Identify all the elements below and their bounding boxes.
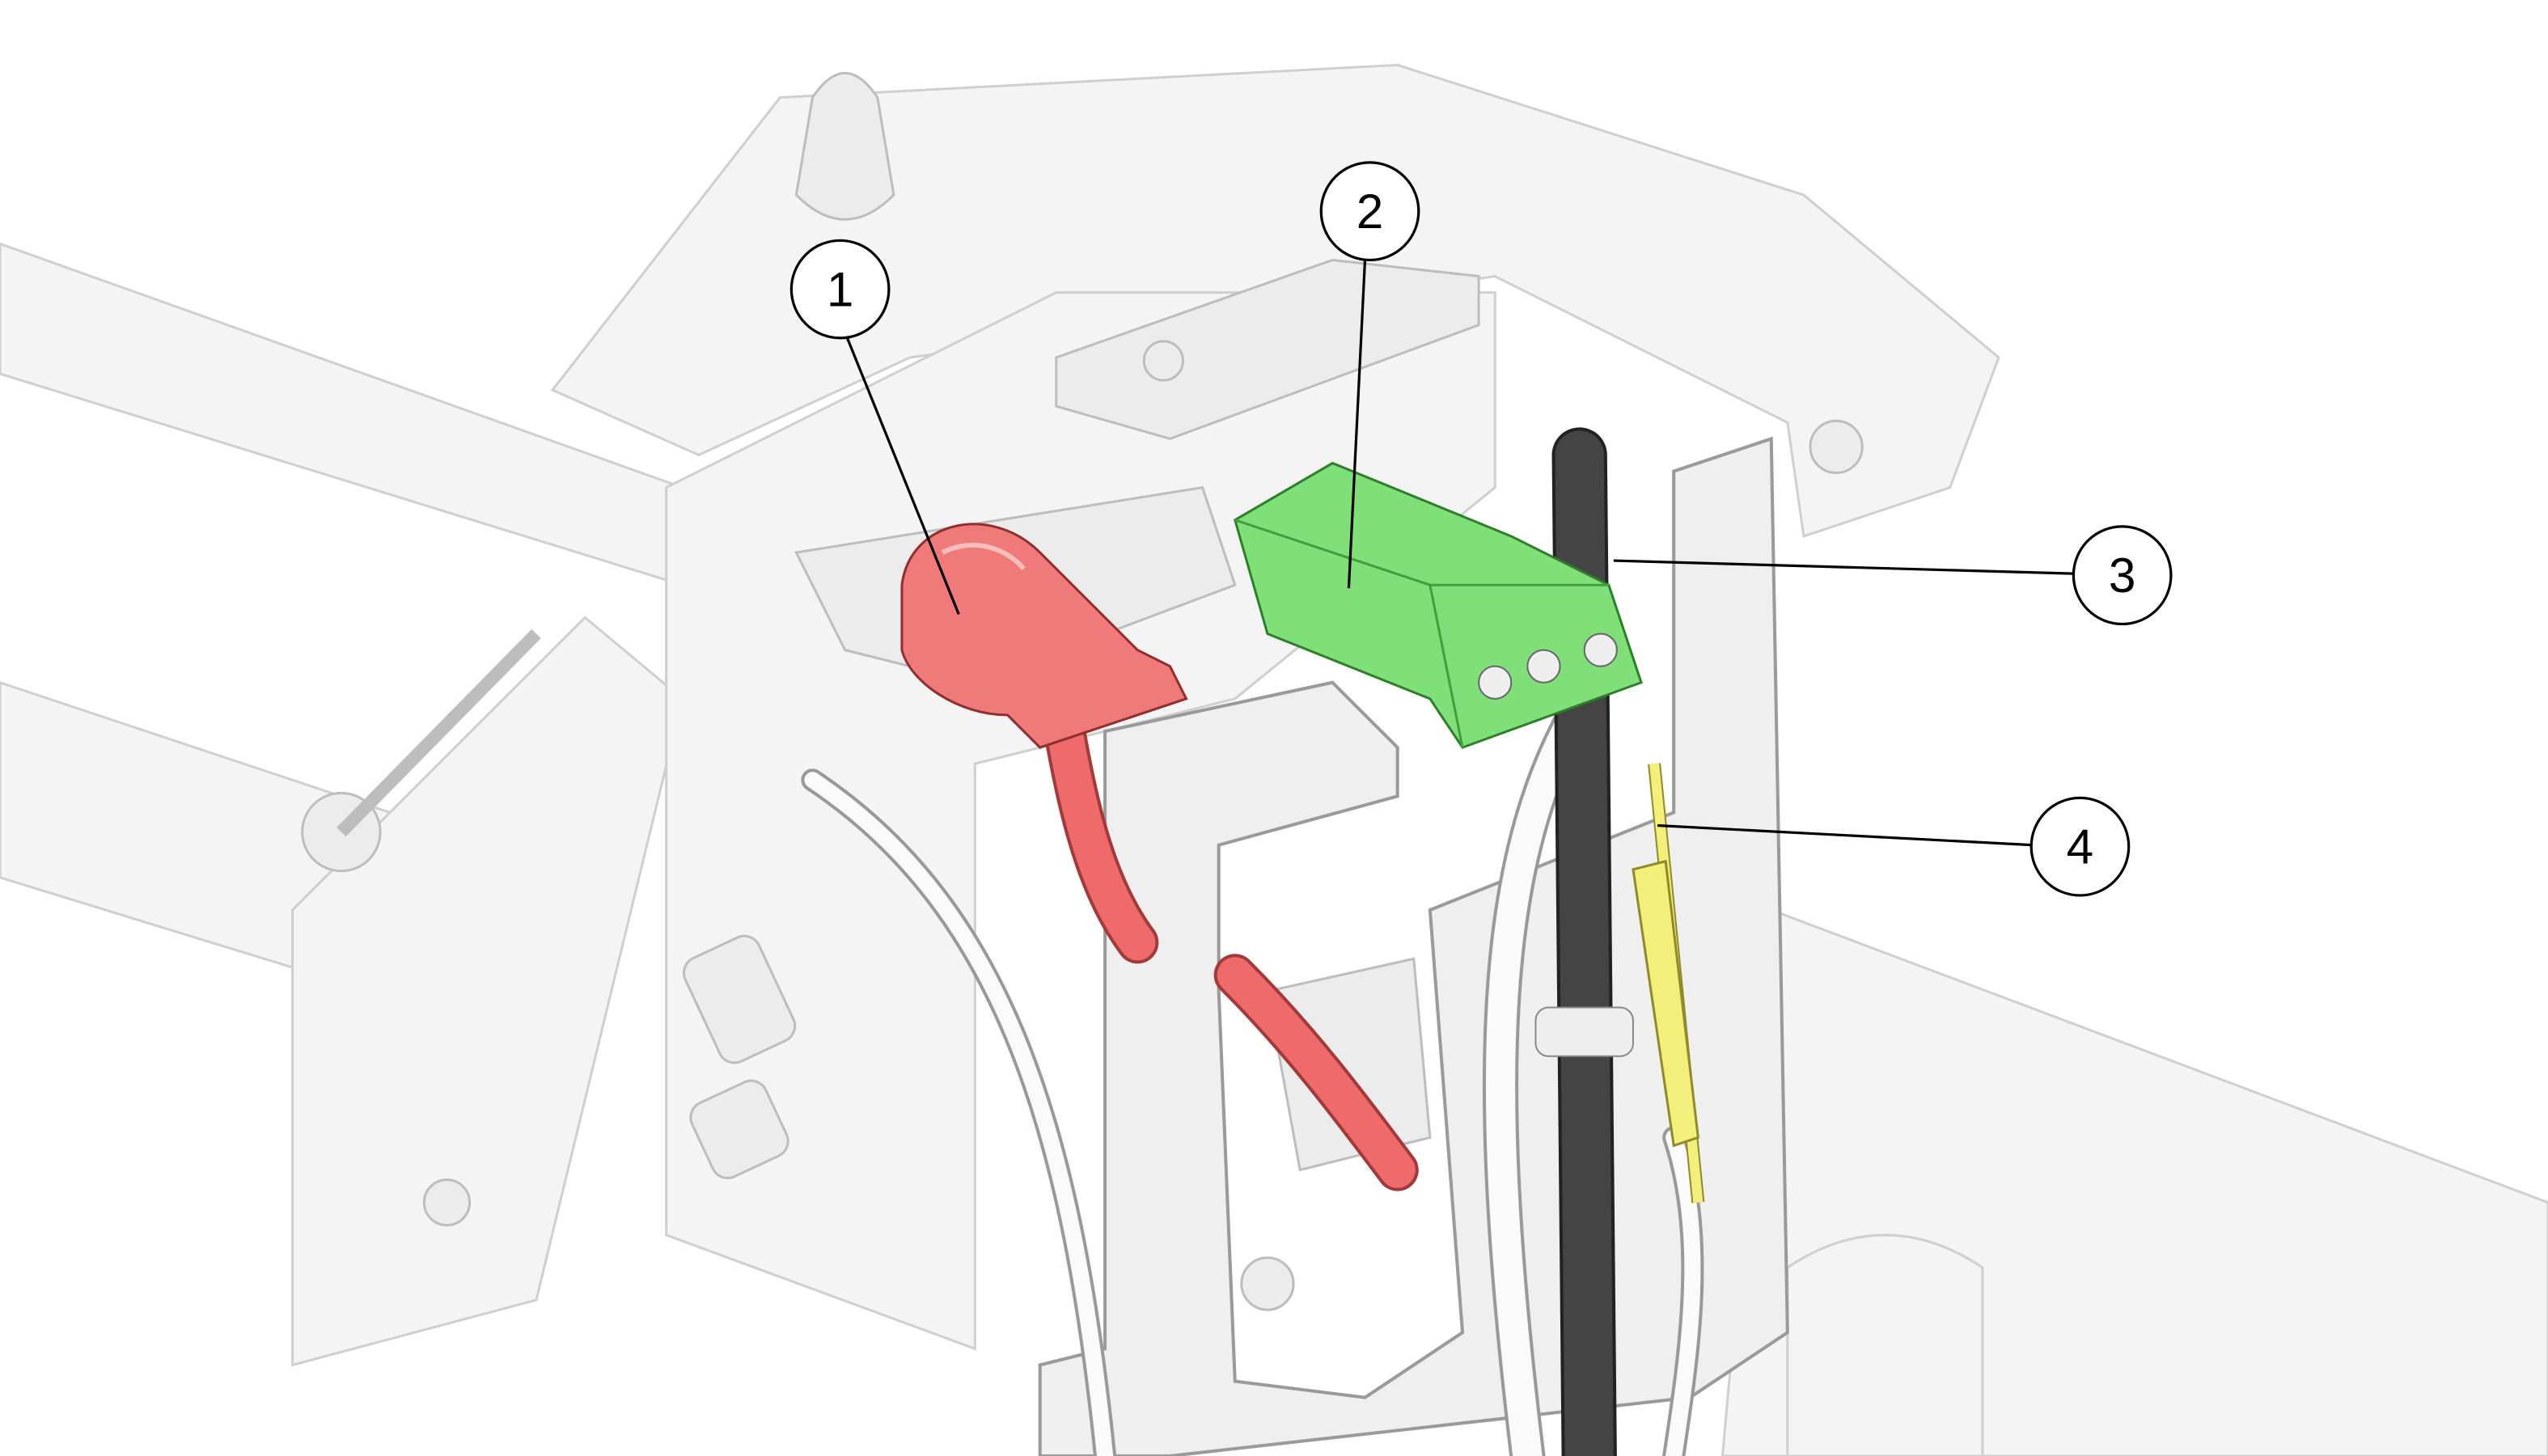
green-connector: [1234, 461, 1643, 749]
callout-1: 1: [789, 239, 960, 615]
yellow-wire: [1632, 763, 1705, 1204]
positive-terminal-cover: [900, 523, 1419, 1191]
white-harness: [801, 680, 1704, 1456]
callout-3: 3: [1613, 525, 2173, 626]
callout-2: 2: [1319, 161, 1420, 589]
callout-label: 3: [2109, 548, 2136, 603]
callout-label: 2: [1357, 184, 1384, 239]
callout-label: 4: [2067, 819, 2094, 874]
callout-4: 4: [1657, 796, 2131, 897]
callout-label: 1: [827, 262, 854, 317]
